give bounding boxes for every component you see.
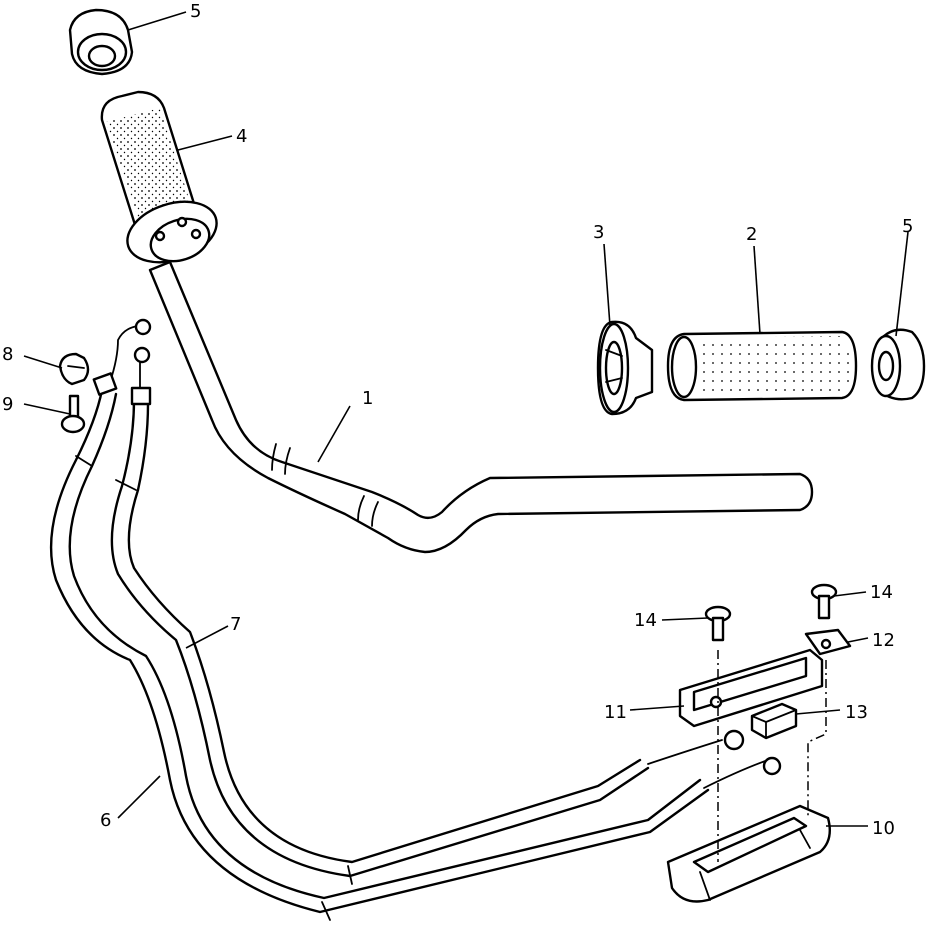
callout-3: 3 xyxy=(593,222,604,243)
cable-housing-lower xyxy=(666,804,831,903)
throttle-cable-7 xyxy=(110,346,745,885)
callout-4: 4 xyxy=(236,126,247,147)
callout-1: 1 xyxy=(362,388,373,409)
assembly-centerlines xyxy=(717,650,827,862)
block-13 xyxy=(750,702,798,740)
bar-end-cap-left xyxy=(68,8,134,76)
callout-2: 2 xyxy=(746,224,757,245)
bar-end-cap-right xyxy=(870,328,926,401)
handlebar xyxy=(148,260,814,554)
leader-lines xyxy=(23,11,909,827)
right-grip xyxy=(666,330,858,402)
screw-14-right xyxy=(810,583,838,620)
callout-9: 9 xyxy=(2,394,13,415)
throttle-flange xyxy=(596,320,654,416)
callout-12: 12 xyxy=(872,630,895,651)
screw-9 xyxy=(60,394,86,434)
callout-5-right: 5 xyxy=(902,216,913,237)
callout-6: 6 xyxy=(100,810,111,831)
callout-5-top: 5 xyxy=(190,1,201,22)
cable-clip xyxy=(58,352,90,386)
callout-14-left: 14 xyxy=(634,610,657,631)
callout-8: 8 xyxy=(2,344,13,365)
plate-12 xyxy=(804,628,852,656)
callout-7: 7 xyxy=(230,614,241,635)
cable-housing-upper xyxy=(678,648,824,728)
callout-14-right: 14 xyxy=(870,582,893,603)
callout-13: 13 xyxy=(845,702,868,723)
callout-labels: 5 4 3 2 5 1 8 9 7 6 14 14 12 11 13 10 xyxy=(2,1,913,839)
left-grip xyxy=(100,90,218,264)
callout-10: 10 xyxy=(872,818,895,839)
screw-14-left xyxy=(704,605,732,642)
callout-11: 11 xyxy=(604,702,627,723)
